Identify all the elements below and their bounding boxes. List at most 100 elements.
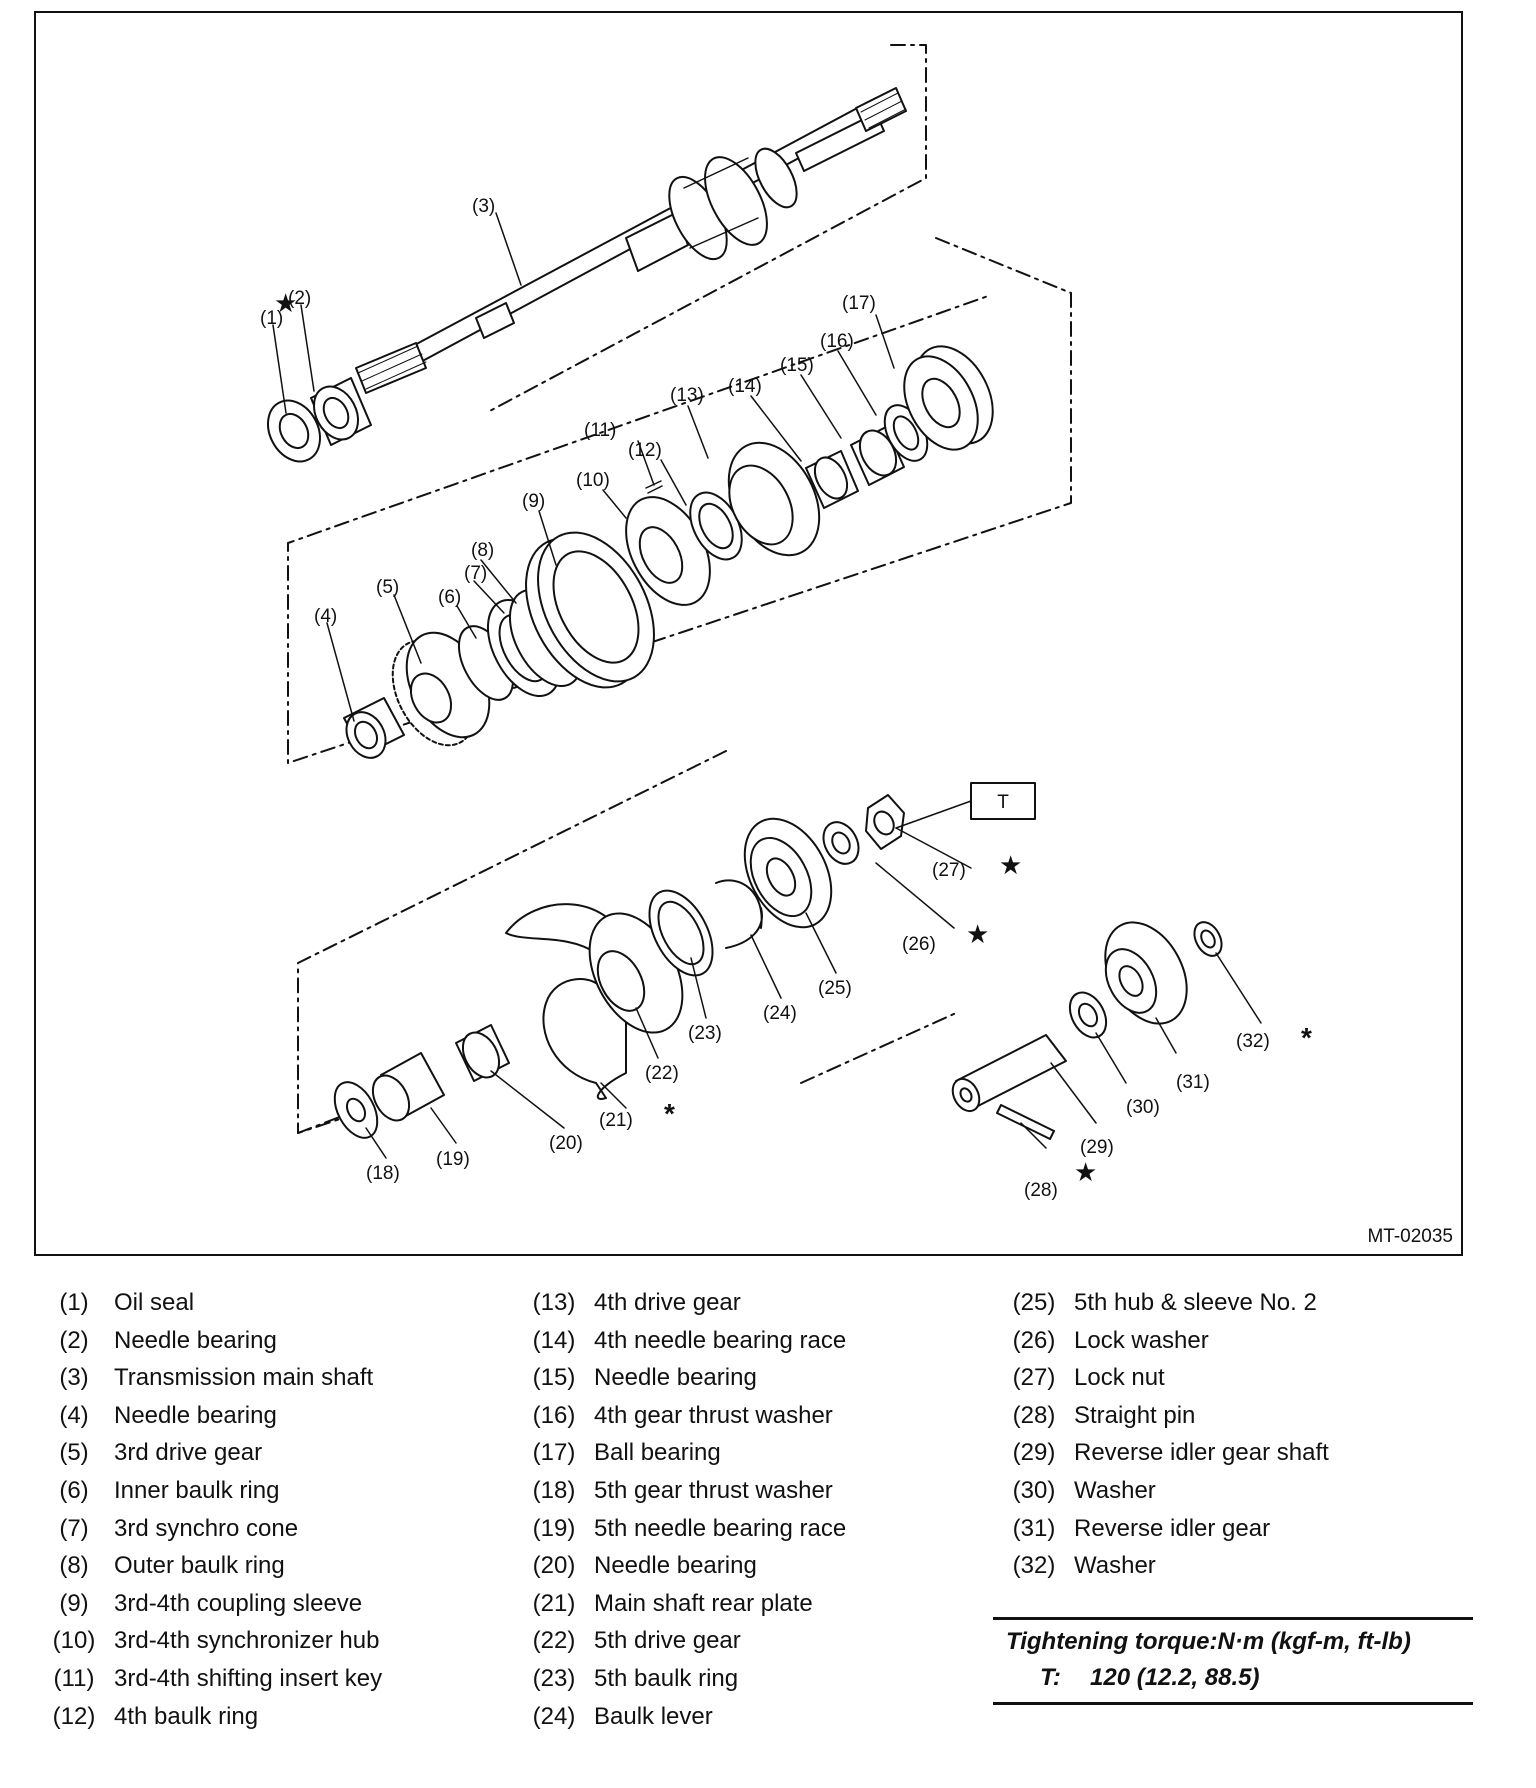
legend-item-name: 5th needle bearing race <box>594 1514 847 1542</box>
torque-spec: T: 120 (12.2, 88.5) <box>1040 1664 1259 1692</box>
callout-10: (10) <box>576 470 610 491</box>
legend-item-name: 3rd-4th synchronizer hub <box>114 1627 380 1655</box>
legend-item-number: (20) <box>532 1552 576 1580</box>
legend-item-number: (14) <box>532 1326 576 1354</box>
legend-item-number: (27) <box>1012 1364 1056 1392</box>
needle-bearing-2-part <box>310 377 372 446</box>
legend-item-number: (6) <box>59 1476 89 1504</box>
callout-7: (7) <box>464 563 487 584</box>
race-19-part <box>371 1052 445 1122</box>
legend-item-number: (26) <box>1012 1326 1056 1354</box>
star-mark-28: ★ <box>1074 1157 1097 1187</box>
needle-bearing-20-part <box>455 1024 510 1082</box>
legend-item-number: (22) <box>532 1627 576 1655</box>
legend-item-name: Needle bearing <box>114 1326 277 1354</box>
callout-11: (11) <box>584 420 616 441</box>
thrust-washer-18-part <box>333 1081 379 1139</box>
legend-item-number: (18) <box>532 1476 576 1504</box>
torque-box-label: T <box>997 792 1009 813</box>
reverse-idler-shaft-part <box>951 1034 1067 1113</box>
washer-32-part <box>1193 921 1223 957</box>
callout-20: (20) <box>549 1133 583 1154</box>
callout-29: (29) <box>1080 1137 1114 1158</box>
fourth-drive-gear-part <box>727 441 821 557</box>
needle-bearing-4-part <box>343 697 405 759</box>
callout-24: (24) <box>763 1003 797 1024</box>
legend-item-name: Reverse idler gear shaft <box>1074 1439 1329 1467</box>
legend-item-number: (10) <box>52 1627 96 1655</box>
torque-value: 120 (12.2, 88.5) <box>1090 1664 1260 1691</box>
legend-item-name: Straight pin <box>1074 1401 1196 1429</box>
callout-2: (2) <box>288 288 311 309</box>
callout-31: (31) <box>1176 1072 1210 1093</box>
callout-4: (4) <box>314 606 337 627</box>
legend-item-name: 3rd-4th coupling sleeve <box>114 1589 363 1617</box>
oil-seal-part <box>267 399 321 463</box>
callout-23: (23) <box>688 1023 722 1044</box>
fifth-baulk-ring-part <box>648 889 714 977</box>
legend-item-number: (24) <box>532 1702 576 1730</box>
callout-25: (25) <box>818 978 852 999</box>
legend-item-number: (3) <box>59 1364 89 1392</box>
legend-item-number: (23) <box>532 1664 576 1692</box>
leader-lines <box>272 212 1262 1159</box>
legend-item-number: (28) <box>1012 1401 1056 1429</box>
callout-1: (1) <box>260 308 283 329</box>
fifth-hub-sleeve-part <box>743 817 833 929</box>
callout-26: (26) <box>902 934 936 955</box>
legend-item-name: Lock washer <box>1074 1326 1209 1354</box>
asterisk-mark-32: * <box>1301 1022 1312 1053</box>
assembly-dashed-lines <box>287 44 1072 1134</box>
legend-item-name: 4th gear thrust washer <box>594 1401 833 1429</box>
legend-item-name: Needle bearing <box>594 1552 757 1580</box>
legend-item-number: (16) <box>532 1401 576 1429</box>
callout-labels: (1) (2) (3) (4) (5) (6) (7) (8) (9) (10)… <box>260 196 1270 1201</box>
torque-title: Tightening torque:N·m (kgf-m, ft-lb) <box>1006 1628 1411 1655</box>
legend-item-name: Main shaft rear plate <box>594 1589 813 1617</box>
legend-item-name: Transmission main shaft <box>114 1364 374 1392</box>
legend-item-name: Reverse idler gear <box>1074 1514 1271 1542</box>
callout-18: (18) <box>366 1163 400 1184</box>
legend-item-number: (5) <box>59 1439 89 1467</box>
legend-item-name: Washer <box>1074 1476 1156 1504</box>
legend-item-number: (32) <box>1012 1552 1056 1580</box>
callout-16: (16) <box>820 331 854 352</box>
legend-item-name: Inner baulk ring <box>114 1476 280 1504</box>
washer-30-part <box>1068 991 1108 1039</box>
torque-symbol: T: <box>1040 1664 1061 1691</box>
star-mark-1: ★ <box>274 288 297 318</box>
coupling-sleeve-part <box>525 531 655 689</box>
callout-19: (19) <box>436 1149 470 1170</box>
legend-item-number: (30) <box>1012 1476 1056 1504</box>
exploded-view-diagram: T <box>34 11 1463 1256</box>
legend-item-number: (4) <box>59 1401 89 1429</box>
legend-item-number: (25) <box>1012 1289 1056 1316</box>
legend-item-number: (2) <box>59 1326 89 1354</box>
legend-item-name: 4th needle bearing race <box>594 1326 847 1354</box>
callout-15: (15) <box>780 355 814 376</box>
callout-30: (30) <box>1126 1097 1160 1118</box>
callout-32: (32) <box>1236 1031 1270 1052</box>
reverse-idler-gear-part <box>1104 921 1188 1025</box>
legend-item-name: 4th baulk ring <box>114 1702 259 1730</box>
legend-item-number: (8) <box>59 1552 89 1580</box>
star-mark-27: ★ <box>999 850 1022 880</box>
legend-item-number: (21) <box>532 1589 576 1617</box>
ball-bearing-part <box>903 345 994 451</box>
legend-item-number: (13) <box>532 1289 576 1316</box>
figure-code: MT-02035 <box>1367 1226 1453 1247</box>
lock-nut-part <box>865 794 905 850</box>
legend-item-number: (1) <box>59 1289 89 1316</box>
callout-28: (28) <box>1024 1180 1058 1201</box>
legend-item-name: 5th baulk ring <box>594 1664 739 1692</box>
diagram-drawing: T <box>260 44 1312 1201</box>
synchronizer-hub-part <box>625 480 711 606</box>
callout-8: (8) <box>471 540 494 561</box>
callout-9: (9) <box>522 491 545 512</box>
legend-item-number: (19) <box>532 1514 576 1542</box>
legend-item-number: (31) <box>1012 1514 1056 1542</box>
legend-item-name: Lock nut <box>1074 1364 1165 1392</box>
legend-item-number: (9) <box>59 1589 89 1617</box>
asterisk-mark-21: * <box>664 1098 675 1129</box>
callout-27: (27) <box>932 860 966 881</box>
